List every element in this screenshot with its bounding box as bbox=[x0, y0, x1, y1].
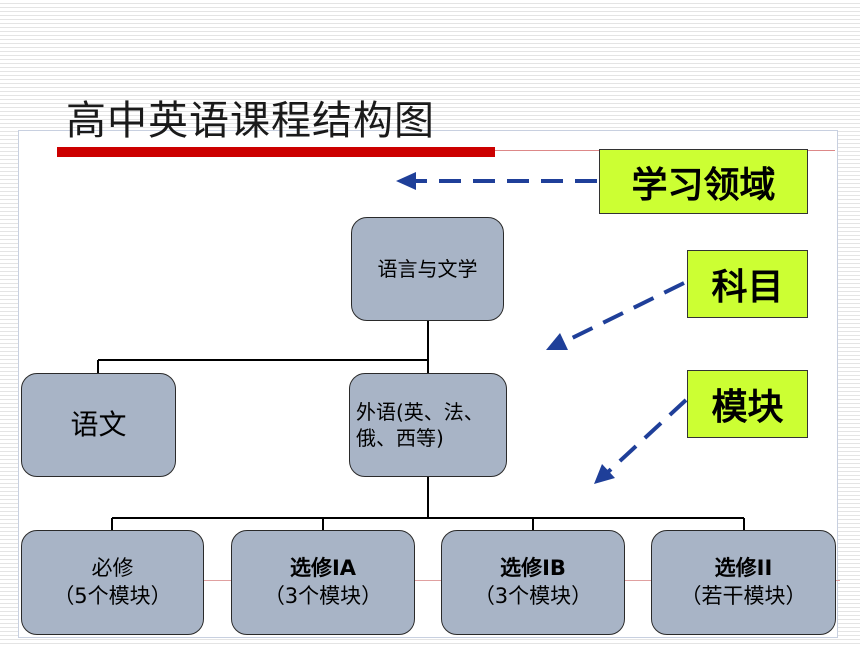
required-node: 必修 （5个模块） bbox=[21, 530, 204, 635]
arrow-domain-head bbox=[396, 172, 416, 190]
arrow-subject-head bbox=[546, 333, 568, 350]
root-node-label: 语言与文学 bbox=[377, 257, 478, 281]
chinese-node-label: 语文 bbox=[70, 407, 127, 441]
elective-1a-node-detail: （3个模块） bbox=[263, 583, 383, 608]
arrow-module bbox=[606, 398, 688, 474]
domain-tag: 学习领域 bbox=[599, 149, 808, 214]
elective-2-node-detail: （若干模块） bbox=[680, 583, 807, 608]
elective-2-node: 选修II （若干模块） bbox=[651, 530, 836, 635]
elective-1b-node-name: 选修IB bbox=[500, 556, 566, 581]
page-title: 高中英语课程结构图 bbox=[66, 98, 435, 144]
title-underline-bar bbox=[57, 147, 495, 157]
arrow-module-head bbox=[594, 464, 615, 484]
chinese-node: 语文 bbox=[21, 373, 176, 477]
root-node: 语言与文学 bbox=[351, 217, 504, 321]
subject-tag: 科目 bbox=[687, 250, 808, 318]
elective-1a-node: 选修IA （3个模块） bbox=[231, 530, 415, 635]
elective-1a-node-name: 选修IA bbox=[289, 556, 357, 581]
foreign-language-node-label: 外语(英、法、俄、西等) bbox=[356, 400, 484, 450]
required-node-detail: （5个模块） bbox=[53, 583, 172, 608]
module-tag: 模块 bbox=[687, 370, 808, 438]
required-node-name: 必修 bbox=[91, 556, 134, 581]
elective-2-node-name: 选修II bbox=[714, 556, 773, 581]
elective-1b-node-detail: （3个模块） bbox=[473, 583, 593, 608]
arrow-subject bbox=[563, 281, 685, 344]
elective-1b-node: 选修IB （3个模块） bbox=[441, 530, 625, 635]
foreign-language-node: 外语(英、法、俄、西等) bbox=[349, 373, 507, 477]
